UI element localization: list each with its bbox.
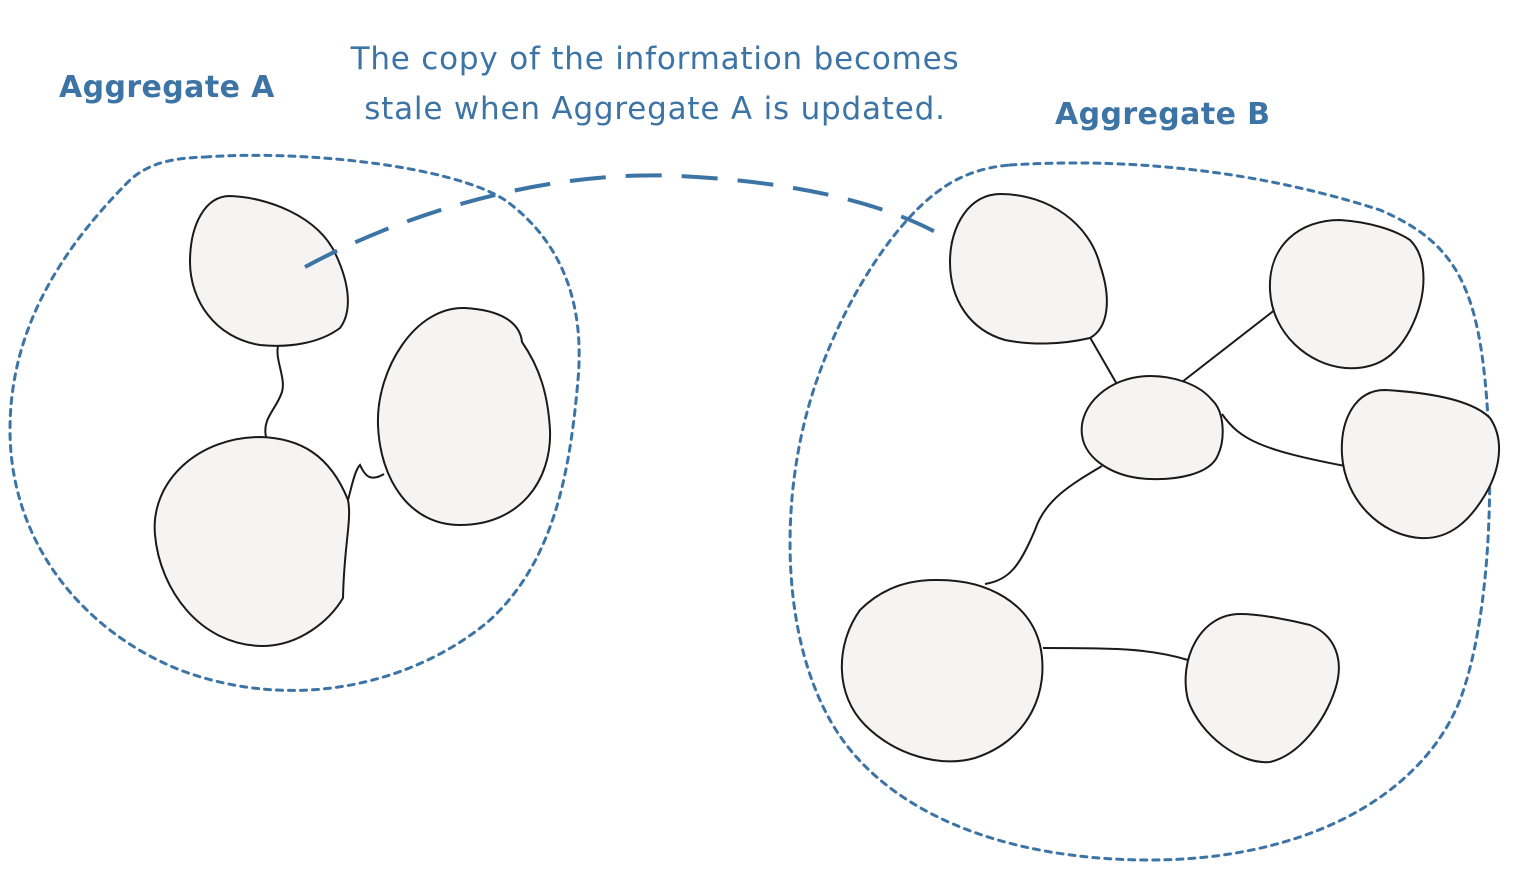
aggregate-b-title: Aggregate B [1055, 97, 1271, 132]
entity-a2 [153, 435, 351, 648]
link-b2-b5 [984, 465, 1103, 585]
aggregate-a-title: Aggregate A [59, 70, 275, 105]
aggregate-a-boundary [8, 153, 581, 692]
entity-b2 [1080, 374, 1224, 481]
stale-copy-arrow [304, 173, 964, 269]
entity-b6 [1184, 612, 1340, 764]
entity-b3 [1268, 218, 1425, 370]
entity-b1 [948, 192, 1108, 345]
link-a1-a2 [264, 345, 284, 438]
aggregate-b-boundary [788, 161, 1492, 862]
link-b2-b4 [1221, 413, 1346, 467]
annotation-line-1: The copy of the information becomes [350, 41, 960, 77]
stale-copy-annotation: The copy of the information becomes stal… [330, 34, 980, 134]
entity-b5 [840, 578, 1044, 763]
link-b2-b3 [1181, 308, 1277, 383]
link-a2-a3 [347, 463, 385, 501]
annotation-line-2: stale when Aggregate A is updated. [364, 91, 946, 127]
link-b1-b2 [1087, 333, 1119, 387]
link-b5-b6 [1042, 647, 1189, 661]
entity-b4 [1340, 388, 1501, 540]
entity-a1 [188, 194, 349, 347]
entity-a3 [376, 306, 552, 527]
